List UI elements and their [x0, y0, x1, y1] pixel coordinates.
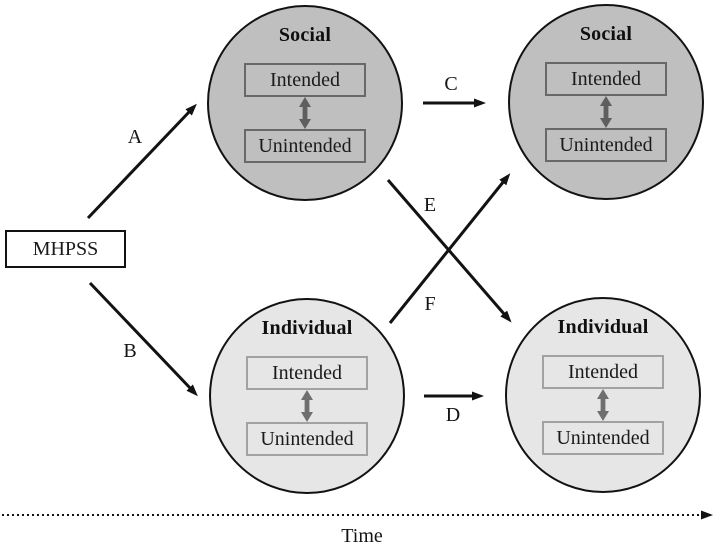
arrow-e-social-to-individual	[386, 179, 512, 323]
circle-individual-time2: Individual Intended Unintended	[505, 297, 701, 493]
unintended-box: Unintended	[244, 129, 366, 163]
circle-title: Individual	[557, 316, 649, 338]
arrow-label-f: F	[424, 293, 436, 315]
arrow-b-mhpss-to-individual	[88, 281, 198, 397]
arrow-f-individual-to-social	[388, 173, 511, 324]
circle-title: Social	[278, 24, 332, 46]
intended-box: Intended	[545, 62, 667, 96]
circle-social-time2: Social Intended Unintended	[508, 4, 704, 200]
arrow-label-b: B	[123, 340, 137, 362]
unintended-box: Unintended	[545, 128, 667, 162]
arrow-label-c: C	[444, 73, 458, 95]
intended-unintended-double-arrow-icon	[600, 96, 612, 128]
circle-social-time1: Social Intended Unintended	[207, 5, 403, 201]
intended-unintended-double-arrow-icon	[597, 389, 609, 421]
arrow-label-d: D	[445, 404, 461, 426]
intended-box: Intended	[542, 355, 664, 389]
mhpss-box: MHPSS	[5, 230, 126, 268]
intended-box: Intended	[246, 356, 368, 390]
circle-individual-time1: Individual Intended Unintended	[209, 298, 405, 494]
circle-title: Individual	[261, 317, 353, 339]
intended-unintended-double-arrow-icon	[301, 390, 313, 422]
intended-unintended-double-arrow-icon	[299, 97, 311, 129]
time-axis-label: Time	[341, 525, 383, 546]
unintended-box: Unintended	[246, 422, 368, 456]
arrow-label-e: E	[423, 194, 437, 216]
intended-box: Intended	[244, 63, 366, 97]
arrow-a-mhpss-to-social	[86, 103, 197, 220]
unintended-box: Unintended	[542, 421, 664, 455]
arrow-label-a: A	[127, 126, 143, 148]
circle-title: Social	[579, 23, 633, 45]
